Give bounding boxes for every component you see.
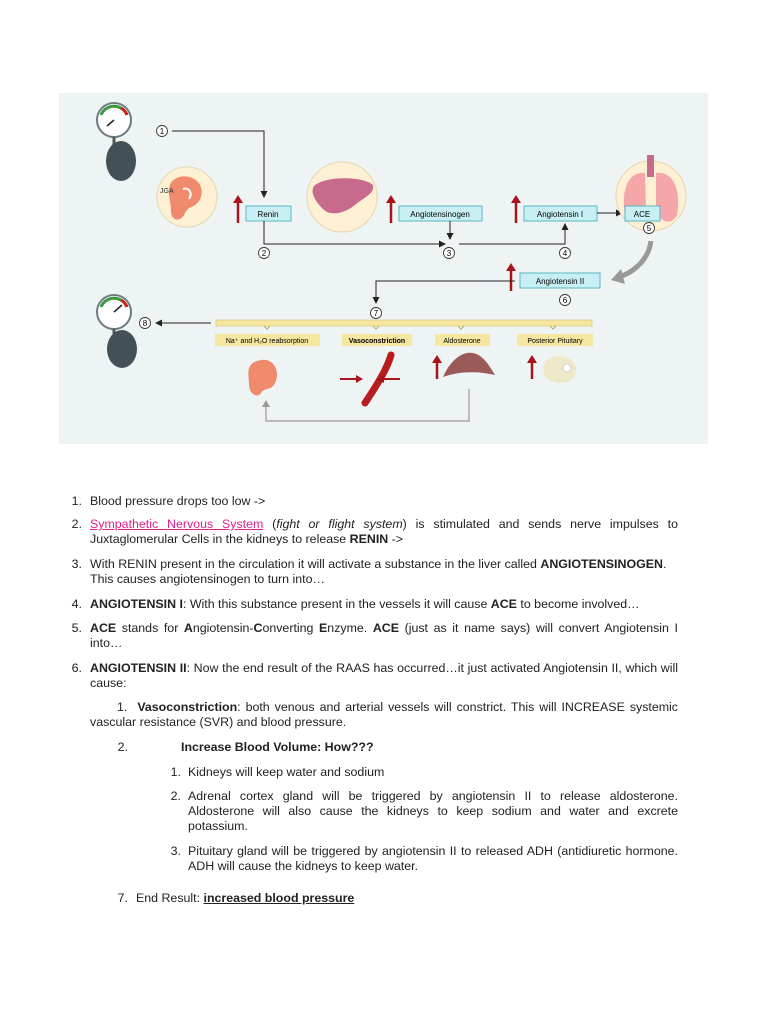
item-1-text: Blood pressure drops too low -> — [90, 494, 266, 508]
sub-1-text: 1. Vasoconstriction: both venous and art… — [90, 700, 679, 729]
renin-label: Renin — [258, 210, 279, 219]
subsub-1-number: 1. — [170, 765, 181, 779]
end-number: 7. — [117, 891, 128, 905]
item-6-text: ANGIOTENSIN II: Now the end result of th… — [90, 661, 678, 690]
step-8-marker — [139, 317, 151, 329]
adrenal-gland-icon — [443, 352, 495, 377]
subsub-3-number: 3. — [170, 844, 181, 858]
pituitary-gland-icon — [543, 356, 577, 383]
item-4-text: ANGIOTENSIN I: With this substance prese… — [90, 597, 640, 611]
step-5-label: 5 — [647, 224, 652, 233]
effect-aldosterone-label: Aldosterone — [443, 338, 480, 345]
item-2-number: 2. — [71, 517, 82, 531]
item-1-number: 1. — [71, 494, 82, 508]
effect-pituitary-label: Posterior Pituitary — [527, 338, 583, 345]
subsub-2-number: 2. — [170, 789, 181, 803]
step-8-label: 8 — [143, 319, 148, 328]
sub-2-heading: Increase Blood Volume: How??? — [181, 740, 374, 754]
angiotensinogen-label: Angiotensinogen — [410, 210, 470, 219]
step-7-marker — [370, 307, 382, 319]
effect-vasoconstriction-label: Vasoconstriction — [349, 338, 405, 345]
item-3-text: With RENIN present in the circulation it… — [90, 557, 667, 586]
step-4-label: 4 — [563, 249, 568, 258]
angiotensin-2-box — [519, 272, 601, 289]
renin-box — [245, 205, 292, 222]
step-1-marker — [156, 125, 168, 137]
curved-arrow-icon — [618, 240, 654, 280]
step-6-marker — [559, 294, 571, 306]
raas-diagram: 1 JGA Renin Angiotensinogen Angiotensin … — [59, 93, 708, 444]
item-3-number: 3. — [71, 557, 82, 571]
item-2-text: Sympathetic Nervous System (fight or fli… — [90, 517, 678, 546]
step-3-marker — [443, 247, 455, 259]
end-result-emphasis: increased blood pressure — [203, 891, 355, 905]
kidney-icon — [248, 359, 277, 396]
item-4-number: 4. — [71, 597, 82, 611]
blood-pressure-gauge-icon-2 — [96, 294, 137, 368]
effect-reabsorption-label: Na⁺ and H₂O reabsorption — [226, 338, 308, 345]
subsub-2-text: Adrenal cortex gland will be triggered b… — [188, 789, 678, 833]
subsub-1-text: Kidneys will keep water and sodium — [188, 765, 385, 779]
end-result-text: End Result: increased blood pressure — [136, 891, 355, 905]
sub-2-number: 2. — [117, 740, 128, 754]
diagram-background — [59, 93, 708, 444]
jga-label: JGA — [160, 188, 174, 195]
subsub-3-text: Pituitary gland will be triggered by ang… — [188, 844, 678, 873]
angiotensin-2-label: Angiotensin II — [536, 277, 584, 286]
sympathetic-nervous-system-link[interactable]: Sympathetic Nervous System — [90, 517, 264, 531]
item-6-number: 6. — [71, 661, 82, 675]
item-5-number: 5. — [71, 621, 82, 635]
effects-bar — [215, 319, 593, 327]
ace-box — [624, 205, 661, 222]
step-3-label: 3 — [447, 249, 452, 258]
ace-label: ACE — [634, 210, 650, 219]
step-2-marker — [258, 247, 270, 259]
step-2-label: 2 — [262, 249, 267, 258]
step-7-label: 7 — [374, 309, 379, 318]
step-6-label: 6 — [563, 296, 568, 305]
liver-icon — [306, 161, 378, 233]
step-1-label: 1 — [160, 127, 165, 136]
kidney-jga-icon: JGA — [156, 166, 218, 228]
step-4-marker — [559, 247, 571, 259]
blood-pressure-gauge-icon — [96, 102, 136, 181]
step-5-marker — [643, 222, 655, 234]
angiotensinogen-box — [398, 205, 483, 222]
item-5-text: ACE stands for Angiotensin-Converting En… — [90, 621, 678, 650]
angiotensin-1-label: Angiotensin I — [537, 210, 583, 219]
